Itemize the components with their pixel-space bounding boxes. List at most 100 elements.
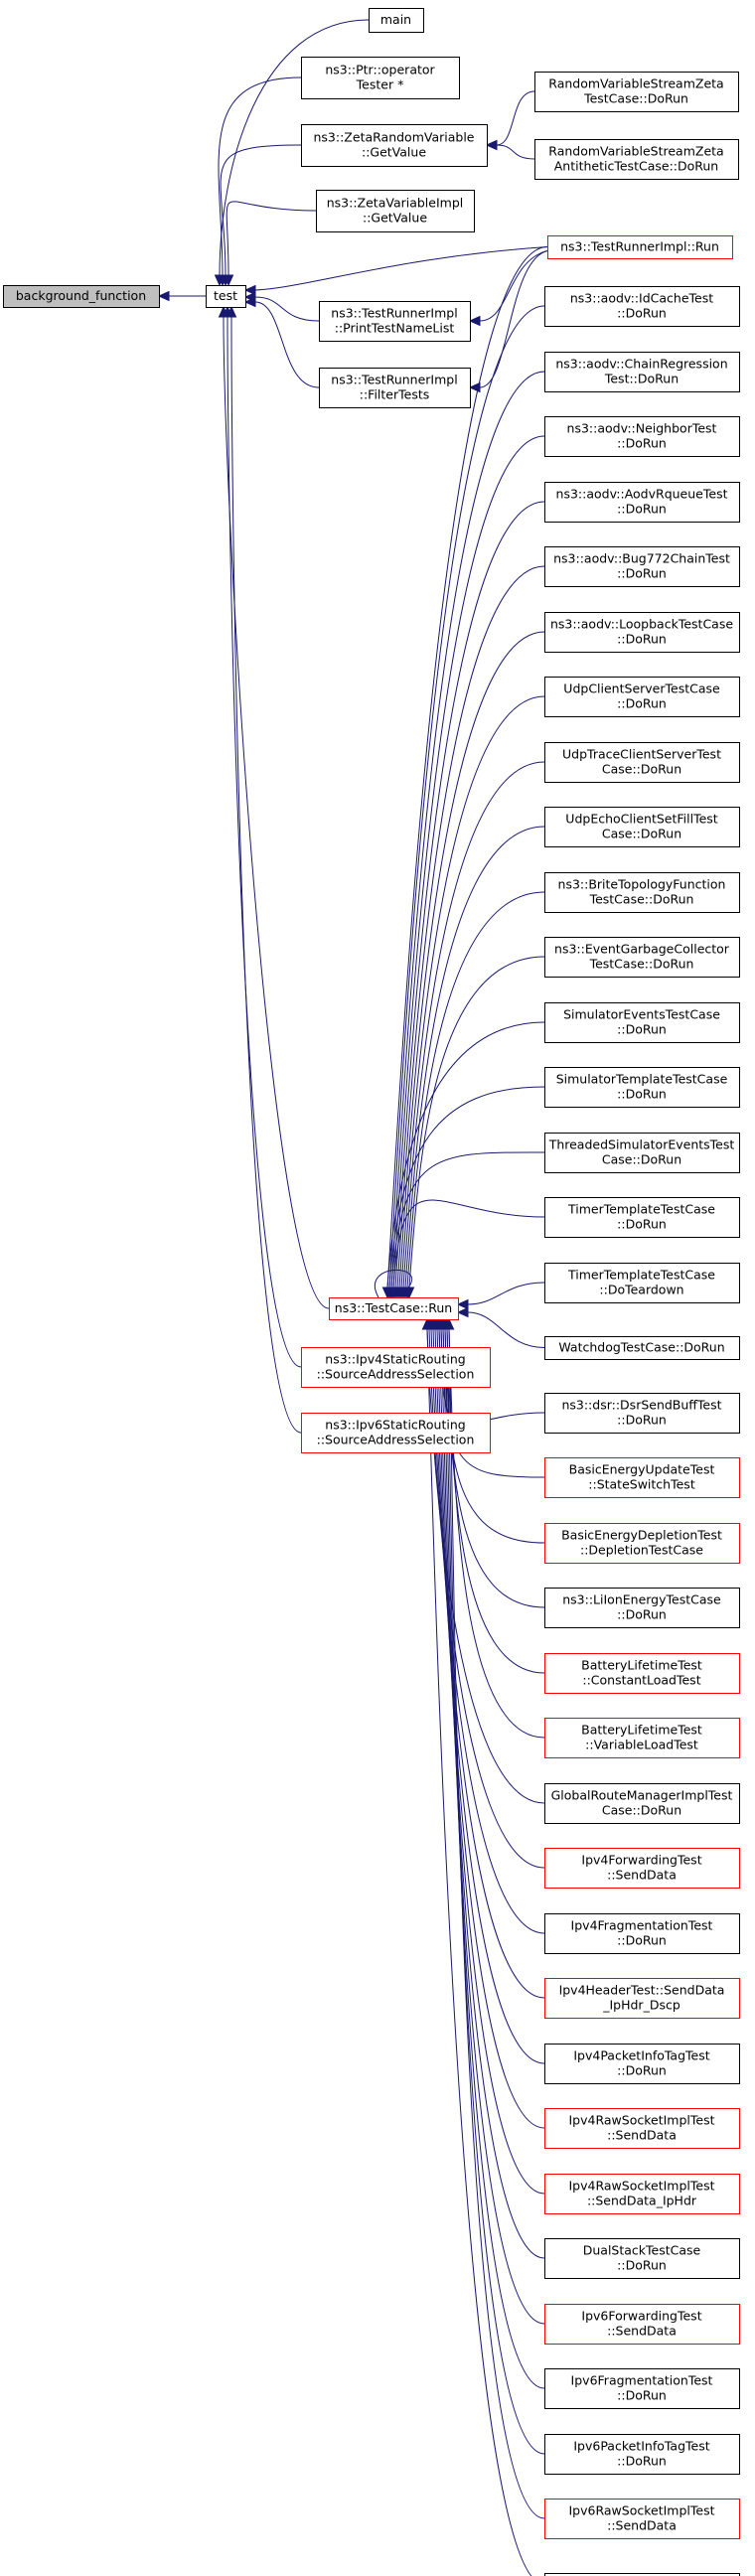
node-c19[interactable]: BasicEnergyUpdateTest::StateSwitchTest (544, 1457, 740, 1498)
node-label-line: ns3::ZetaRandomVariable (314, 130, 475, 145)
node-label-line: Case::DoRun (602, 762, 681, 777)
node-c26[interactable]: Ipv4FragmentationTest::DoRun (544, 1913, 740, 1954)
node-label-line: ns3::TestCase::Run (335, 1300, 452, 1315)
node-c18[interactable]: ns3::dsr::DsrSendBuffTest::DoRun (544, 1393, 740, 1434)
node-c13[interactable]: SimulatorTemplateTestCase::DoRun (544, 1067, 740, 1108)
node-c35[interactable]: Ipv6RawSocketImplTest::SendData (544, 2499, 740, 2539)
node-c22[interactable]: BatteryLifetimeTest::ConstantLoadTest (544, 1653, 740, 1694)
node-c16[interactable]: TimerTemplateTestCase::DoTeardown (544, 1263, 740, 1303)
node-filter-tests[interactable]: ns3::TestRunnerImpl::FilterTests (319, 368, 471, 408)
node-print-list[interactable]: ns3::TestRunnerImpl::PrintTestNameList (319, 301, 471, 342)
node-ipv6-sas[interactable]: ns3::Ipv6StaticRouting::SourceAddressSel… (301, 1413, 491, 1453)
node-label-line: ns3::Ipv6StaticRouting (325, 1418, 465, 1433)
node-test[interactable]: test (206, 285, 246, 308)
node-label-line: ::DoRun (617, 2063, 667, 2078)
node-c11[interactable]: ns3::EventGarbageCollectorTestCase::DoRu… (544, 937, 740, 978)
node-main[interactable]: main (369, 8, 424, 33)
node-c33[interactable]: Ipv6FragmentationTest::DoRun (544, 2368, 740, 2409)
node-rvs-zeta-anti[interactable]: RandomVariableStreamZetaAntitheticTestCa… (534, 139, 739, 180)
node-c10[interactable]: ns3::BriteTopologyFunctionTestCase::DoRu… (544, 872, 740, 913)
node-label-line: ::DepletionTestCase (580, 1543, 703, 1558)
node-box (544, 2108, 740, 2149)
edge-ptr_op-to-test (217, 76, 302, 287)
node-zeta-impl[interactable]: ns3::ZetaVariableImpl::GetValue (316, 190, 475, 232)
edge-c35-to-tc_run-line (448, 1328, 545, 2519)
node-label-line: GlobalRouteManagerImplTest (551, 1788, 733, 1803)
edge-c35-to-tc_run (443, 1317, 545, 2519)
node-label-line: ::DoRun (617, 1217, 667, 1232)
node-box (544, 2304, 740, 2345)
node-label-line: RandomVariableStreamZeta (548, 76, 723, 91)
node-label-line: ::DoRun (617, 566, 667, 581)
node-box (544, 677, 740, 717)
node-c1[interactable]: ns3::aodv::IdCacheTest::DoRun (544, 286, 740, 327)
node-label-line: Ipv4ForwardingTest (581, 1853, 701, 1868)
edge-print_list-to-test-line (254, 296, 320, 322)
node-c28[interactable]: Ipv4PacketInfoTagTest::DoRun (544, 2044, 740, 2084)
node-c31[interactable]: DualStackTestCase::DoRun (544, 2238, 740, 2279)
node-label-line: BatteryLifetimeTest (581, 1723, 702, 1738)
node-c30[interactable]: Ipv4RawSocketImplTest::SendData_IpHdr (544, 2174, 740, 2214)
node-ipv4-sas[interactable]: ns3::Ipv4StaticRouting::SourceAddressSel… (301, 1347, 491, 1388)
node-box (544, 416, 740, 457)
node-label-line: Ipv6ForwardingTest (581, 2309, 701, 2324)
node-box (301, 1347, 491, 1388)
node-label-line: ::DoRun (617, 1933, 667, 1948)
node-c21[interactable]: ns3::LiIonEnergyTestCase::DoRun (544, 1588, 740, 1628)
node-c3[interactable]: ns3::aodv::NeighborTest::DoRun (544, 416, 740, 457)
node-tc-run[interactable]: ns3::TestCase::Run (329, 1297, 459, 1320)
node-c23[interactable]: BatteryLifetimeTest::VariableLoadTest (544, 1718, 740, 1758)
edge-c16-to-tc_run (456, 1282, 545, 1310)
node-c25[interactable]: Ipv4ForwardingTest::SendData (544, 1848, 740, 1889)
node-c29[interactable]: Ipv4RawSocketImplTest::SendData (544, 2108, 740, 2149)
node-c20[interactable]: BasicEnergyDepletionTest::DepletionTestC… (544, 1523, 740, 1564)
node-box (544, 1133, 740, 1173)
edge-c27-to-tc_run-line (432, 1328, 545, 1999)
node-c36[interactable]: TcpTestCase::DoRun (544, 2573, 740, 2576)
node-label-line: Ipv4PacketInfoTagTest (573, 2048, 709, 2063)
node-c32[interactable]: Ipv6ForwardingTest::SendData (544, 2304, 740, 2345)
node-label-line: Ipv4HeaderTest::SendData (559, 1983, 725, 1998)
node-c15[interactable]: TimerTemplateTestCase::DoRun (544, 1197, 740, 1238)
node-label-line: TestCase::DoRun (589, 892, 694, 907)
node-label-line: ns3::Ptr::operator (325, 63, 435, 77)
edge-c14-to-tc_run-line (390, 1151, 545, 1288)
node-c6[interactable]: ns3::aodv::LoopbackTestCase::DoRun (544, 612, 740, 653)
node-label-line: UdpTraceClientServerTest (562, 747, 721, 762)
node-c12[interactable]: SimulatorEventsTestCase::DoRun (544, 1002, 740, 1043)
node-box (547, 235, 733, 259)
node-c7[interactable]: UdpClientServerTestCase::DoRun (544, 677, 740, 717)
node-label-line: ::GetValue (363, 211, 427, 226)
edge-runner_run-to-tc_run-line (386, 246, 548, 1288)
node-box (544, 1653, 740, 1694)
node-label-line: ::DoRun (617, 1022, 667, 1037)
node-box (301, 57, 460, 99)
edge-ipv6_sas-to-test-arrowhead (226, 305, 237, 318)
edge-runner_run-to-print_list-arrowhead (468, 315, 481, 327)
node-box (534, 139, 739, 180)
node-c4[interactable]: ns3::aodv::AodvRqueueTest::DoRun (544, 482, 740, 523)
node-c27[interactable]: Ipv4HeaderTest::SendData_IpHdr_Dscp (544, 1978, 740, 2019)
node-label-line: ns3::TestRunnerImpl (331, 373, 457, 387)
node-zeta-rv[interactable]: ns3::ZetaRandomVariable::GetValue (301, 124, 488, 167)
node-runner-run[interactable]: ns3::TestRunnerImpl::Run (547, 235, 733, 259)
node-label-line: Ipv6RawSocketImplTest (569, 2503, 715, 2518)
edge-filter_tests-to-test-line (254, 301, 320, 388)
node-c34[interactable]: Ipv6PacketInfoTagTest::DoRun (544, 2434, 740, 2475)
node-box (544, 1978, 740, 2019)
node-label-line: UdpEchoClientSetFillTest (565, 812, 717, 827)
node-c17[interactable]: WatchdogTestCase::DoRun (544, 1336, 740, 1360)
node-background-function[interactable]: background_function (3, 285, 160, 308)
edge-print_list-to-test (243, 291, 320, 322)
node-label-line: ::SendData (607, 2324, 677, 2339)
node-label-line: ns3::aodv::ChainRegression (555, 357, 727, 372)
node-c5[interactable]: ns3::aodv::Bug772ChainTest::DoRun (544, 546, 740, 587)
node-label-line: ::SendData (607, 2128, 677, 2143)
